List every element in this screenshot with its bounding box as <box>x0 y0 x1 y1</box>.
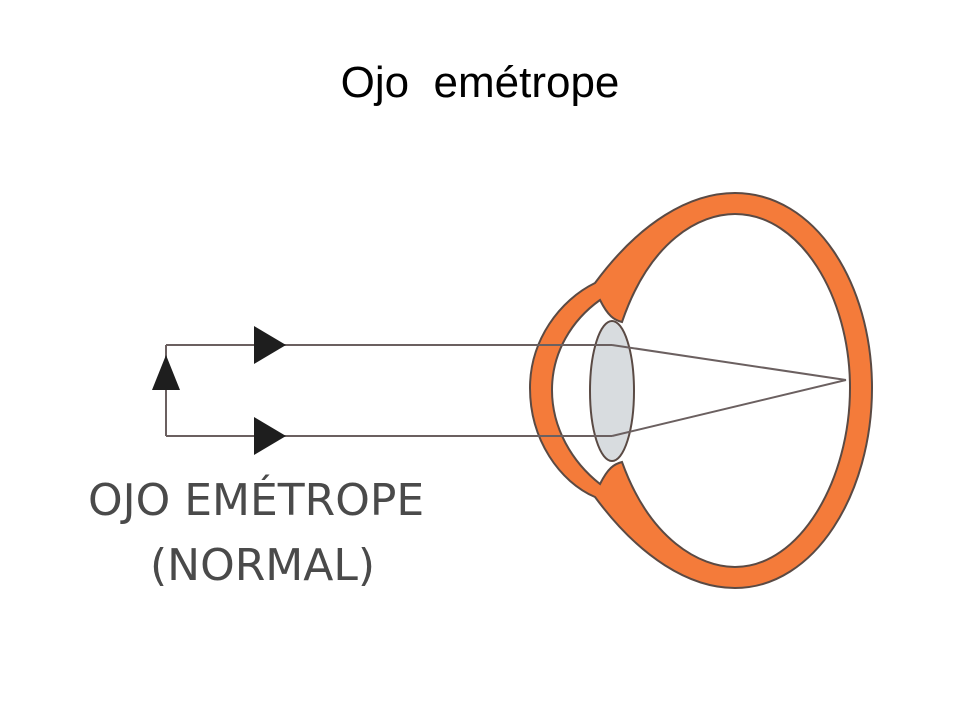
diagram-caption-line2: (NORMAL) <box>150 540 375 591</box>
ray-arrowhead-top <box>254 326 286 364</box>
ray-arrowhead-bottom <box>254 417 286 455</box>
object-arrowhead <box>152 355 180 390</box>
refracted-ray-top <box>611 344 847 381</box>
diagram-caption-line1: OJO EMÉTROPE <box>88 473 424 526</box>
refracted-ray-bottom <box>611 379 847 437</box>
eye-wall <box>528 191 874 590</box>
slide-title: Ojo emétrope <box>340 58 620 107</box>
lens <box>589 320 635 462</box>
